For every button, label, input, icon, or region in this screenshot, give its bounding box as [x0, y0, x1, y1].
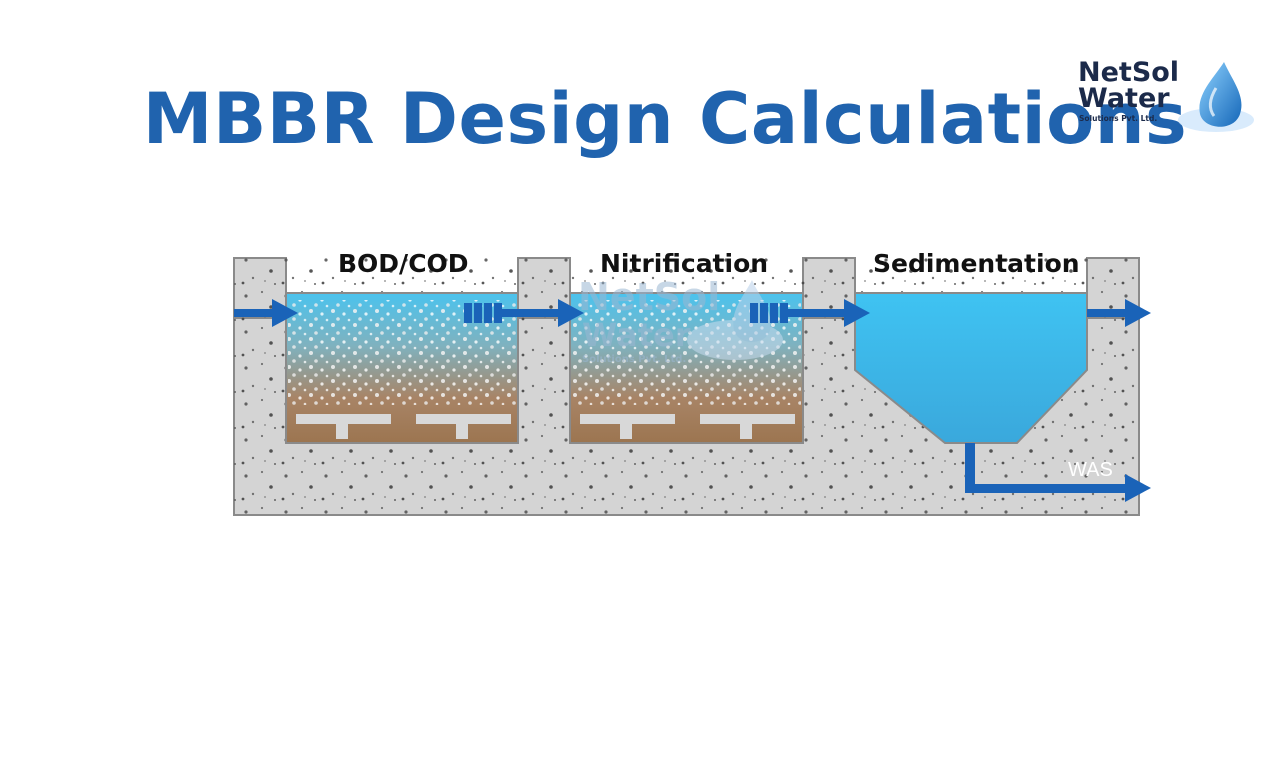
was-label: WAS	[1068, 459, 1113, 481]
stage-label-sedimentation: Sedimentation	[873, 249, 1080, 278]
flow-arrows	[234, 299, 1151, 502]
influent-arrow	[234, 299, 298, 327]
logo-line-water: Water	[1078, 83, 1170, 114]
water-drop-icon	[1178, 62, 1254, 132]
company-logo: NetSol Water Solutions Pvt. Ltd.	[1076, 58, 1256, 142]
logo-tagline: Solutions Pvt. Ltd.	[1079, 114, 1158, 123]
transfer-arrow-1	[464, 299, 584, 327]
effluent-arrow	[1087, 299, 1151, 327]
diffuser-right	[416, 414, 511, 439]
watermark-line-water: Water	[582, 316, 691, 354]
stage-label-nitrification: Nitrification	[600, 249, 768, 278]
page-title: MBBR Design Calculations	[142, 78, 1188, 160]
diffuser-right	[700, 414, 795, 439]
was-arrow	[965, 443, 1151, 502]
logo-name: NetSol Water	[1078, 57, 1180, 114]
watermark-line-tagline: Solutions Pvt. Ltd.	[582, 354, 686, 365]
logo-line-netsol: NetSol	[1078, 57, 1180, 88]
diffuser-left	[580, 414, 675, 439]
bod-cod-tank	[285, 292, 519, 444]
watermark: NetSol Water Solutions Pvt. Ltd.	[578, 275, 783, 365]
stage-label-bod-cod: BOD/COD	[338, 249, 469, 278]
diffuser-left	[296, 414, 391, 439]
watermark-line-netsol: NetSol	[578, 275, 720, 319]
transfer-arrow-2	[750, 299, 870, 327]
sedimentation-clarifier	[854, 292, 1088, 444]
